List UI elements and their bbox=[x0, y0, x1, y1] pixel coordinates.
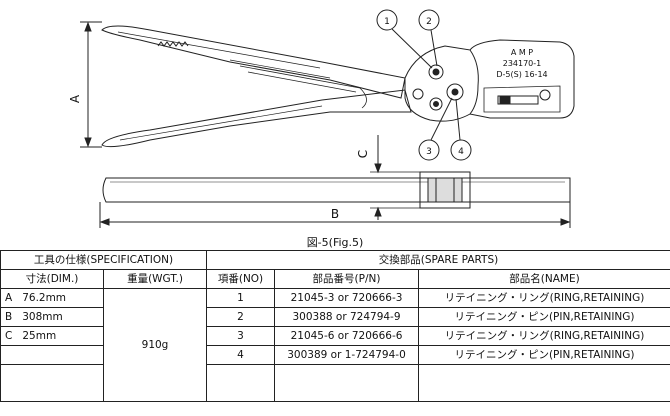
dim-cell: B 308mm bbox=[0, 307, 104, 327]
table-row: B 308mm 2 300388 or 724794-9 リテイニング・ピン(P… bbox=[0, 307, 670, 327]
spec-table: 工具の仕様(SPECIFICATION) 交換部品(SPARE PARTS) 寸… bbox=[0, 250, 670, 402]
dim-c-label: C bbox=[356, 150, 370, 158]
pin-bottom-center bbox=[433, 101, 439, 107]
upper-handle-inner-line bbox=[117, 31, 321, 69]
callout-3-label: 3 bbox=[426, 147, 432, 157]
pn-header: 部品番号(P/N) bbox=[274, 269, 419, 289]
callout-2-leader bbox=[430, 29, 438, 67]
pin-lower bbox=[446, 83, 464, 101]
dim-b-arrow-right bbox=[560, 218, 571, 226]
lower-handle-inner-line bbox=[119, 105, 323, 141]
part-name: リテイニング・ピン(PIN,RETAINING) bbox=[418, 307, 670, 327]
callout-4-circle bbox=[450, 139, 472, 161]
dim-a-arrow-top bbox=[84, 21, 92, 32]
no-header: 項番(NO) bbox=[206, 269, 275, 289]
part-pn: 300388 or 724794-9 bbox=[274, 307, 419, 327]
head-part-number-text: 234170-1 bbox=[503, 59, 542, 68]
dim-cell-empty bbox=[0, 345, 104, 365]
callout-4-leader bbox=[455, 98, 461, 141]
pin-lower-center bbox=[451, 88, 459, 96]
callout-4-label: 4 bbox=[458, 147, 464, 157]
dim-b-label: B bbox=[331, 207, 339, 221]
empty-cell bbox=[274, 364, 419, 402]
head-jaw-line bbox=[469, 49, 479, 115]
callout-2-circle bbox=[418, 9, 440, 31]
part-name: リテイニング・リング(RING,RETAINING) bbox=[418, 326, 670, 346]
callout-1-leader bbox=[391, 28, 433, 69]
part-name: リテイニング・リング(RING,RETAINING) bbox=[418, 288, 670, 308]
dim-cell: C 25mm bbox=[0, 326, 104, 346]
part-pn: 21045-6 or 720666-6 bbox=[274, 326, 419, 346]
callout-3-leader bbox=[430, 97, 453, 141]
empty-cell bbox=[206, 364, 275, 402]
handle-spring bbox=[239, 65, 367, 109]
table-row: A 76.2mm 910g 1 21045-3 or 720666-3 リテイニ… bbox=[0, 288, 670, 402]
ratchet-teeth bbox=[157, 41, 189, 47]
name-header: 部品名(NAME) bbox=[418, 269, 670, 289]
head-die-insert bbox=[499, 96, 511, 104]
table-row: C 25mm 3 21045-6 or 720666-6 リテイニング・リング(… bbox=[0, 326, 670, 346]
pin-upper bbox=[428, 64, 444, 80]
head-die-slot bbox=[497, 95, 539, 105]
callout-1-label: 1 bbox=[384, 17, 390, 27]
head-die-text: D-5(S) 16-14 bbox=[496, 70, 547, 79]
pin-upper-center bbox=[432, 68, 440, 76]
upper-handle bbox=[101, 25, 406, 99]
dim-key: A bbox=[5, 292, 13, 304]
parts-title: 交換部品(SPARE PARTS) bbox=[206, 250, 670, 270]
callout-2-label: 2 bbox=[426, 17, 432, 27]
dim-value: 25mm bbox=[22, 330, 57, 342]
lower-handle bbox=[101, 89, 412, 148]
dim-c-arrow-bottom bbox=[374, 206, 382, 217]
side-view-roller bbox=[427, 177, 463, 203]
part-pn: 300389 or 1-724794-0 bbox=[274, 345, 419, 365]
dim-b-arrow-left bbox=[99, 218, 110, 226]
side-view-body bbox=[102, 177, 571, 203]
dim-a-label: A bbox=[68, 94, 82, 103]
dim-a-arrow-bottom bbox=[84, 137, 92, 148]
dim-key: B bbox=[5, 311, 13, 323]
dim-value: 308mm bbox=[22, 311, 63, 323]
callout-1-circle bbox=[376, 9, 398, 31]
upper-handle-inner-line-2 bbox=[229, 59, 331, 79]
dim-c-arrow-top bbox=[374, 163, 382, 174]
head-die-block bbox=[483, 85, 561, 113]
dim-key: C bbox=[5, 330, 13, 342]
tool-head bbox=[404, 39, 575, 122]
dim-header: 寸法(DIM.) bbox=[0, 269, 104, 289]
part-name: リテイニング・ピン(PIN,RETAINING) bbox=[418, 345, 670, 365]
part-pn: 21045-3 or 720666-3 bbox=[274, 288, 419, 308]
part-no: 3 bbox=[206, 326, 275, 346]
head-brand-text: A M P bbox=[511, 48, 533, 57]
part-no: 1 bbox=[206, 288, 275, 308]
head-small-screw bbox=[539, 89, 551, 101]
empty-cell bbox=[418, 364, 670, 402]
side-view-head bbox=[419, 171, 471, 209]
figure-caption: 図-5(Fig.5) bbox=[306, 236, 364, 249]
dim-cell: A 76.2mm bbox=[0, 288, 104, 308]
part-no: 2 bbox=[206, 307, 275, 327]
weight-header: 重量(WGT.) bbox=[103, 269, 207, 289]
dim-value: 76.2mm bbox=[22, 292, 67, 304]
table-row bbox=[0, 364, 670, 402]
tool-drawing: A C B 1 2 3 4 A M P 234170-1 D-5(S) 16-1… bbox=[68, 9, 575, 228]
weight-value: 910g bbox=[103, 288, 207, 402]
dim-cell-empty bbox=[0, 364, 104, 402]
spec-title: 工具の仕様(SPECIFICATION) bbox=[0, 250, 207, 270]
pin-left bbox=[412, 88, 424, 100]
table-row: 4 300389 or 1-724794-0 リテイニング・ピン(PIN,RET… bbox=[0, 345, 670, 365]
part-no: 4 bbox=[206, 345, 275, 365]
callout-3-circle bbox=[418, 139, 440, 161]
pin-bottom bbox=[429, 97, 443, 111]
